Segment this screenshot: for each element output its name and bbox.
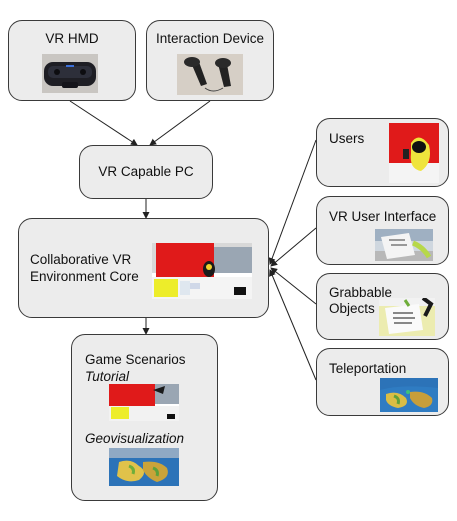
- node-environment-core: Collaborative VR Environment Core: [18, 218, 269, 318]
- node-label: Game Scenarios: [85, 352, 186, 367]
- node-label: VR User Interface: [329, 209, 437, 224]
- grabbable-objects-image: [379, 298, 435, 336]
- tutorial-scene-image: [109, 384, 179, 421]
- node-label: VR HMD: [45, 31, 99, 46]
- node-vr-user-interface: VR User Interface: [316, 196, 449, 265]
- node-label-line2: Environment Core: [30, 269, 139, 284]
- node-label-line1: Collaborative VR: [30, 252, 132, 267]
- vr-ui-image: [375, 229, 433, 261]
- geovisualization-scene-image: [109, 448, 179, 486]
- teleportation-image: [380, 378, 438, 412]
- node-interaction-device: Interaction Device: [146, 20, 274, 101]
- node-label: VR Capable PC: [98, 164, 194, 179]
- node-vr-hmd: VR HMD: [8, 20, 136, 101]
- vr-environment-image: [152, 243, 252, 299]
- arrow-vrui-to-core: [270, 227, 317, 267]
- node-label: Teleportation: [329, 361, 407, 376]
- node-label: Interaction Device: [155, 31, 265, 46]
- arrow-users-to-core: [268, 139, 317, 265]
- node-label-line1: Grabbable: [329, 285, 393, 300]
- vr-headset-image: [42, 54, 98, 93]
- node-label-line2: Objects: [329, 301, 375, 316]
- node-vr-capable-pc: VR Capable PC: [79, 145, 213, 199]
- arrow-grabbable-to-core: [270, 267, 317, 305]
- node-users: Users: [316, 118, 449, 187]
- node-label: Users: [329, 131, 365, 146]
- vr-controllers-image: [177, 54, 243, 95]
- node-game-scenarios: Game Scenarios Tutorial Geovisualization: [71, 334, 218, 501]
- node-teleportation: Teleportation: [316, 348, 449, 416]
- node-grabbable-objects: Grabbable Objects: [316, 273, 449, 340]
- arrow-hmd-to-pc: [69, 100, 138, 146]
- arrow-teleport-to-core: [269, 269, 317, 381]
- scenario-tutorial-label: Tutorial: [85, 369, 130, 384]
- arrow-interaction-to-pc: [149, 100, 211, 146]
- scenario-geovisualization-label: Geovisualization: [85, 431, 185, 446]
- users-image: [389, 123, 439, 183]
